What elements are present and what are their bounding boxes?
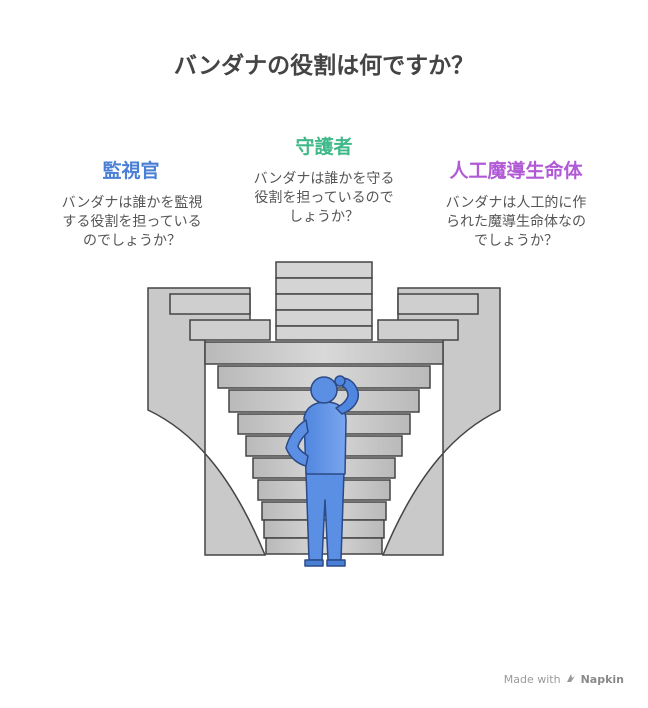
option-monitor-description: バンダナは誰かを監視 する役割を担っている のでしょうか？ (52, 194, 212, 251)
left-stair-wing (147, 287, 267, 556)
description-line: 役割を担っているので (254, 190, 394, 206)
brand-name: Napkin (580, 673, 624, 686)
description-line: のでしょうか？ (83, 233, 181, 249)
person-head (310, 376, 338, 404)
right-branch-steps (377, 293, 479, 341)
option-guardian-description: バンダナは誰かを守る 役割を担っているので しょうか？ (244, 170, 404, 227)
page-title: バンダナの役割は何ですか？ (173, 53, 475, 79)
description-line: しょうか？ (289, 209, 359, 225)
made-with-label: Made with (503, 673, 561, 686)
right-stair-wing (381, 287, 501, 556)
person-left-arm (285, 419, 309, 467)
description-line: でしょうか？ (474, 233, 558, 249)
footer-attribution: Made with Napkin (504, 672, 624, 687)
description-line: する役割を担っている (62, 214, 202, 230)
person-torso (303, 401, 347, 475)
napkin-logo-icon (565, 672, 577, 687)
left-branch-steps (169, 293, 271, 341)
description-line: バンダナは人工的に作 (445, 195, 587, 211)
description-line: バンダナは誰かを守る (253, 171, 395, 187)
option-monitor-title: 監視官 (102, 160, 160, 182)
description-line: られた魔導生命体なの (446, 214, 586, 230)
option-guardian-title: 守護者 (295, 136, 353, 158)
description-line: バンダナは誰かを監視 (61, 195, 203, 211)
person-thinking-figure (285, 375, 360, 567)
option-artificial-being-title: 人工魔導生命体 (449, 160, 583, 182)
center-stair-tower (275, 261, 373, 341)
option-artificial-being-description: バンダナは人工的に作 られた魔導生命体なの でしょうか？ (436, 194, 596, 251)
